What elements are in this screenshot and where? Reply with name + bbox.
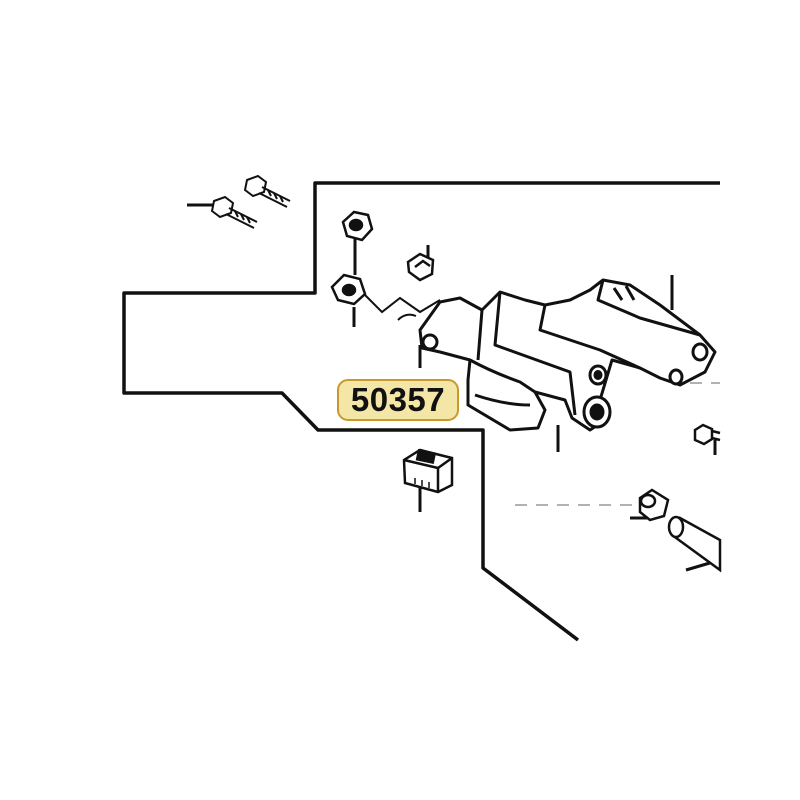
assembly-outline (122, 181, 720, 642)
washer-nut-icon (330, 273, 367, 306)
wire-pin-icon (364, 294, 441, 321)
bushing-icon (638, 488, 670, 522)
clip-icon (406, 252, 435, 282)
screw-pair-icon (210, 174, 291, 229)
nut-icon (341, 210, 374, 242)
rubber-block-icon (402, 448, 454, 494)
pedal-bracket-housing-icon (418, 278, 717, 432)
part-number-label: 50357 (337, 379, 459, 421)
bolt-icon (693, 423, 721, 446)
pivot-rod-icon (667, 515, 722, 573)
